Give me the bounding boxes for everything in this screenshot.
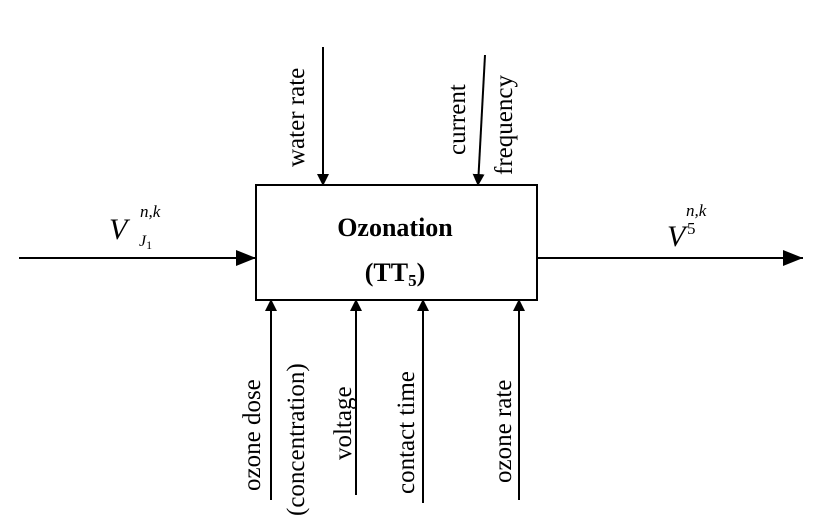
frequency-label: frequency <box>491 75 518 175</box>
box-title: Ozonation <box>337 213 453 242</box>
current-frequency-arrow <box>472 54 486 186</box>
output-label: V <box>667 220 689 253</box>
ozone-dose-label: ozone dose <box>239 379 266 491</box>
output-superscript-index: 5 <box>687 219 696 238</box>
input-label: V <box>109 213 131 246</box>
contact-time-label: contact time <box>393 371 420 494</box>
input-superscript: n,k <box>140 202 161 221</box>
process-box <box>255 184 538 301</box>
ozone-rate-label: ozone rate <box>490 380 517 483</box>
output-superscript: n,k <box>686 201 707 220</box>
voltage-label: voltage <box>330 386 357 460</box>
box-code: (TT5) <box>365 258 426 290</box>
concentration-label: (concentration) <box>283 363 310 516</box>
input-subscript: J1 <box>139 233 152 252</box>
water-rate-label: water rate <box>283 68 310 167</box>
current-label: current <box>444 84 471 155</box>
